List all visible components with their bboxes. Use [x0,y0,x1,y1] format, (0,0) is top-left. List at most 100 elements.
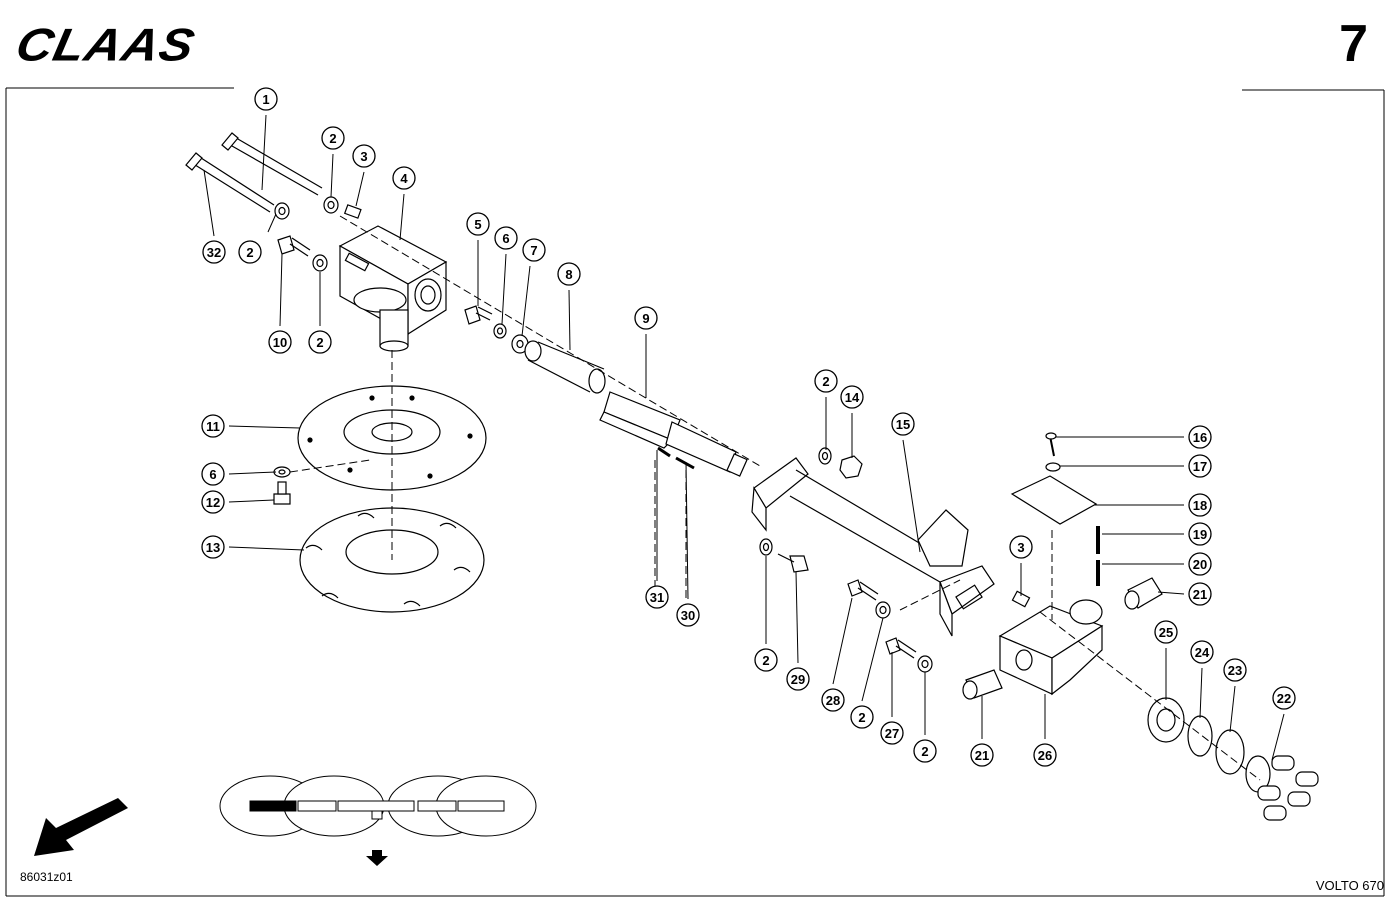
leader-line [685,461,689,600]
callout-2: 2 [238,213,277,264]
callout-label: 2 [329,131,336,146]
callout-circle [352,144,376,168]
callout-1: 1 [254,87,278,191]
callout-10: 10 [268,253,292,354]
callout-18: 18 [1094,493,1212,517]
long-bolt-32 [185,152,275,213]
callout-label: 23 [1228,663,1242,678]
callout-circle [676,603,700,627]
callout-circle [1188,454,1212,478]
callout-22: 22 [1271,686,1296,761]
callout-circle [1190,640,1214,664]
callout-17: 17 [1060,454,1212,478]
leader-line [228,499,275,503]
leader-line [1199,667,1203,719]
callout-2: 2 [913,672,937,763]
long-bolt-1 [221,132,323,196]
callout-label: 29 [791,672,805,687]
callout-circle [821,688,845,712]
callout-circle [850,705,874,729]
leader-line [399,193,405,241]
callout-circle [1154,620,1178,644]
leader-line [267,213,277,233]
callout-circle [557,262,581,286]
callout-25: 25 [1154,620,1178,700]
leader-line [795,571,799,664]
hub-22 [1245,755,1319,821]
callout-2: 2 [321,126,345,198]
leader-line [1157,591,1185,595]
leader-line [861,617,884,702]
callout-label: 13 [206,540,220,555]
leader-line [568,289,571,351]
callout-circle [1188,425,1212,449]
callout-3: 3 [352,144,376,207]
callout-21: 21 [970,696,994,767]
leader-line [832,597,853,685]
callout-circle [891,412,915,436]
page-number: 7 [1339,15,1368,73]
callout-13: 13 [201,535,305,559]
leader-line [501,253,507,325]
callout-label: 2 [316,335,323,350]
callout-circle [1223,658,1247,682]
shaft-9 [599,391,748,477]
callout-label: 16 [1193,430,1207,445]
leader-line [521,265,531,337]
callout-label: 15 [896,417,910,432]
callout-2: 2 [850,617,884,729]
callout-11: 11 [201,414,301,438]
callout-circle [392,166,416,190]
callout-7: 7 [521,238,546,337]
leader-line [203,169,215,237]
callout-label: 32 [207,245,221,260]
position-selector [219,775,537,837]
callout-label: 31 [650,590,664,605]
callout-30: 30 [676,461,700,627]
housing-26 [998,599,1104,696]
callout-circle [202,240,226,264]
callout-circle [522,238,546,262]
callout-label: 25 [1159,625,1173,640]
callout-circle [970,743,994,767]
callout-14: 14 [840,385,864,458]
callout-label: 28 [826,693,840,708]
leader-line [1229,685,1236,733]
callout-label: 9 [642,311,649,326]
leader-line [330,153,334,198]
callout-label: 4 [400,171,408,186]
callout-circle [268,330,292,354]
callout-circle [880,721,904,745]
callout-label: 2 [762,653,769,668]
callout-label: 14 [845,390,860,405]
callout-label: 22 [1277,691,1291,706]
callout-label: 10 [273,335,287,350]
callout-12: 12 [201,490,275,514]
callout-label: 21 [1193,587,1207,602]
tube-8 [524,340,606,394]
callout-circle [1188,582,1212,606]
callout-29: 29 [786,571,810,691]
callout-32: 32 [202,169,226,264]
callout-circle [201,462,225,486]
callout-label: 11 [206,419,220,434]
callout-label: 12 [206,495,220,510]
callout-label: 2 [921,744,928,759]
callout-label: 21 [975,748,989,763]
leader-line [279,253,283,327]
callout-circle [1009,535,1033,559]
callout-label: 6 [502,231,509,246]
callout-label: 27 [885,726,899,741]
callout-31: 31 [645,450,669,609]
callout-6: 6 [494,226,518,325]
bracket-15 [751,457,995,637]
callout-label: 26 [1038,748,1052,763]
callout-15: 15 [891,412,921,553]
callout-label: 7 [530,243,537,258]
leader-line [355,171,365,207]
callout-28: 28 [821,597,853,712]
drawing-id: 86031z01 [20,870,73,884]
leader-line [228,425,301,429]
